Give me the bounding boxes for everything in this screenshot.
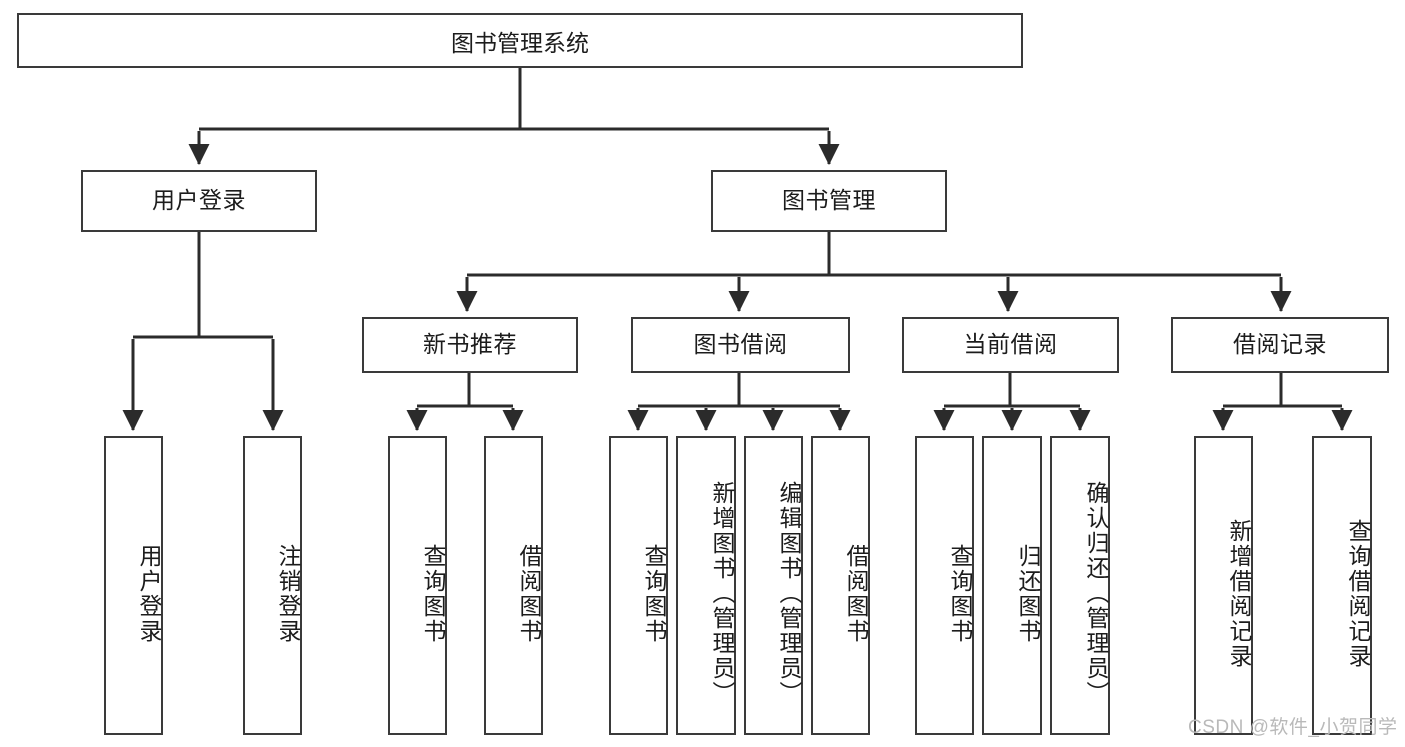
node-book-borrow[interactable]: 图书借阅 (631, 317, 850, 373)
node-leaf-record-search[interactable]: 查询借阅记录 (1312, 436, 1372, 735)
node-leaf-recommend-query-book-label: 查询图书 (420, 543, 446, 644)
node-leaf-record-add[interactable]: 新增借阅记录 (1194, 436, 1253, 735)
node-leaf-user-login[interactable]: 用户登录 (104, 436, 163, 735)
node-new-book-recommend[interactable]: 新书推荐 (362, 317, 578, 373)
node-leaf-record-add-label: 新增借阅记录 (1226, 518, 1252, 669)
node-borrow-record[interactable]: 借阅记录 (1171, 317, 1389, 373)
node-book-manage[interactable]: 图书管理 (711, 170, 947, 232)
node-new-book-recommend-label: 新书推荐 (423, 331, 517, 358)
node-user-login-label: 用户登录 (152, 187, 246, 214)
node-leaf-current-query-book-label: 查询图书 (947, 543, 973, 644)
node-leaf-user-login-label: 用户登录 (136, 543, 162, 644)
node-leaf-recommend-borrow-book[interactable]: 借阅图书 (484, 436, 543, 735)
node-leaf-borrow-lend-book-label: 借阅图书 (843, 543, 869, 644)
node-leaf-current-confirm-return[interactable]: 确认归还（管理员） (1050, 436, 1110, 735)
node-leaf-current-query-book[interactable]: 查询图书 (915, 436, 974, 735)
node-leaf-user-logout-label: 注销登录 (275, 543, 301, 644)
node-leaf-current-return-book-label: 归还图书 (1015, 543, 1041, 644)
node-leaf-borrow-add-book-label: 新增图书（管理员） (709, 481, 735, 706)
node-leaf-record-search-label: 查询借阅记录 (1345, 518, 1371, 669)
node-user-login[interactable]: 用户登录 (81, 170, 317, 232)
node-leaf-current-confirm-return-label: 确认归还（管理员） (1083, 481, 1109, 706)
node-leaf-recommend-query-book[interactable]: 查询图书 (388, 436, 447, 735)
node-borrow-record-label: 借阅记录 (1233, 331, 1327, 358)
node-leaf-borrow-query-book[interactable]: 查询图书 (609, 436, 668, 735)
node-leaf-user-logout[interactable]: 注销登录 (243, 436, 302, 735)
watermark: CSDN @软件_小贺同学 (1188, 717, 1398, 738)
node-leaf-borrow-edit-book[interactable]: 编辑图书（管理员） (744, 436, 803, 735)
node-book-manage-label: 图书管理 (782, 187, 876, 214)
node-current-borrow-label: 当前借阅 (963, 331, 1058, 358)
node-leaf-borrow-edit-book-label: 编辑图书（管理员） (776, 481, 802, 706)
node-book-borrow-label: 图书借阅 (693, 331, 788, 358)
node-root-system-label: 图书管理系统 (451, 29, 589, 56)
node-current-borrow[interactable]: 当前借阅 (902, 317, 1119, 373)
node-leaf-borrow-lend-book[interactable]: 借阅图书 (811, 436, 870, 735)
node-leaf-recommend-borrow-book-label: 借阅图书 (516, 543, 542, 644)
node-leaf-borrow-add-book[interactable]: 新增图书（管理员） (676, 436, 736, 735)
node-leaf-current-return-book[interactable]: 归还图书 (982, 436, 1042, 735)
node-root-system[interactable]: 图书管理系统 (17, 13, 1023, 68)
node-leaf-borrow-query-book-label: 查询图书 (641, 543, 667, 644)
